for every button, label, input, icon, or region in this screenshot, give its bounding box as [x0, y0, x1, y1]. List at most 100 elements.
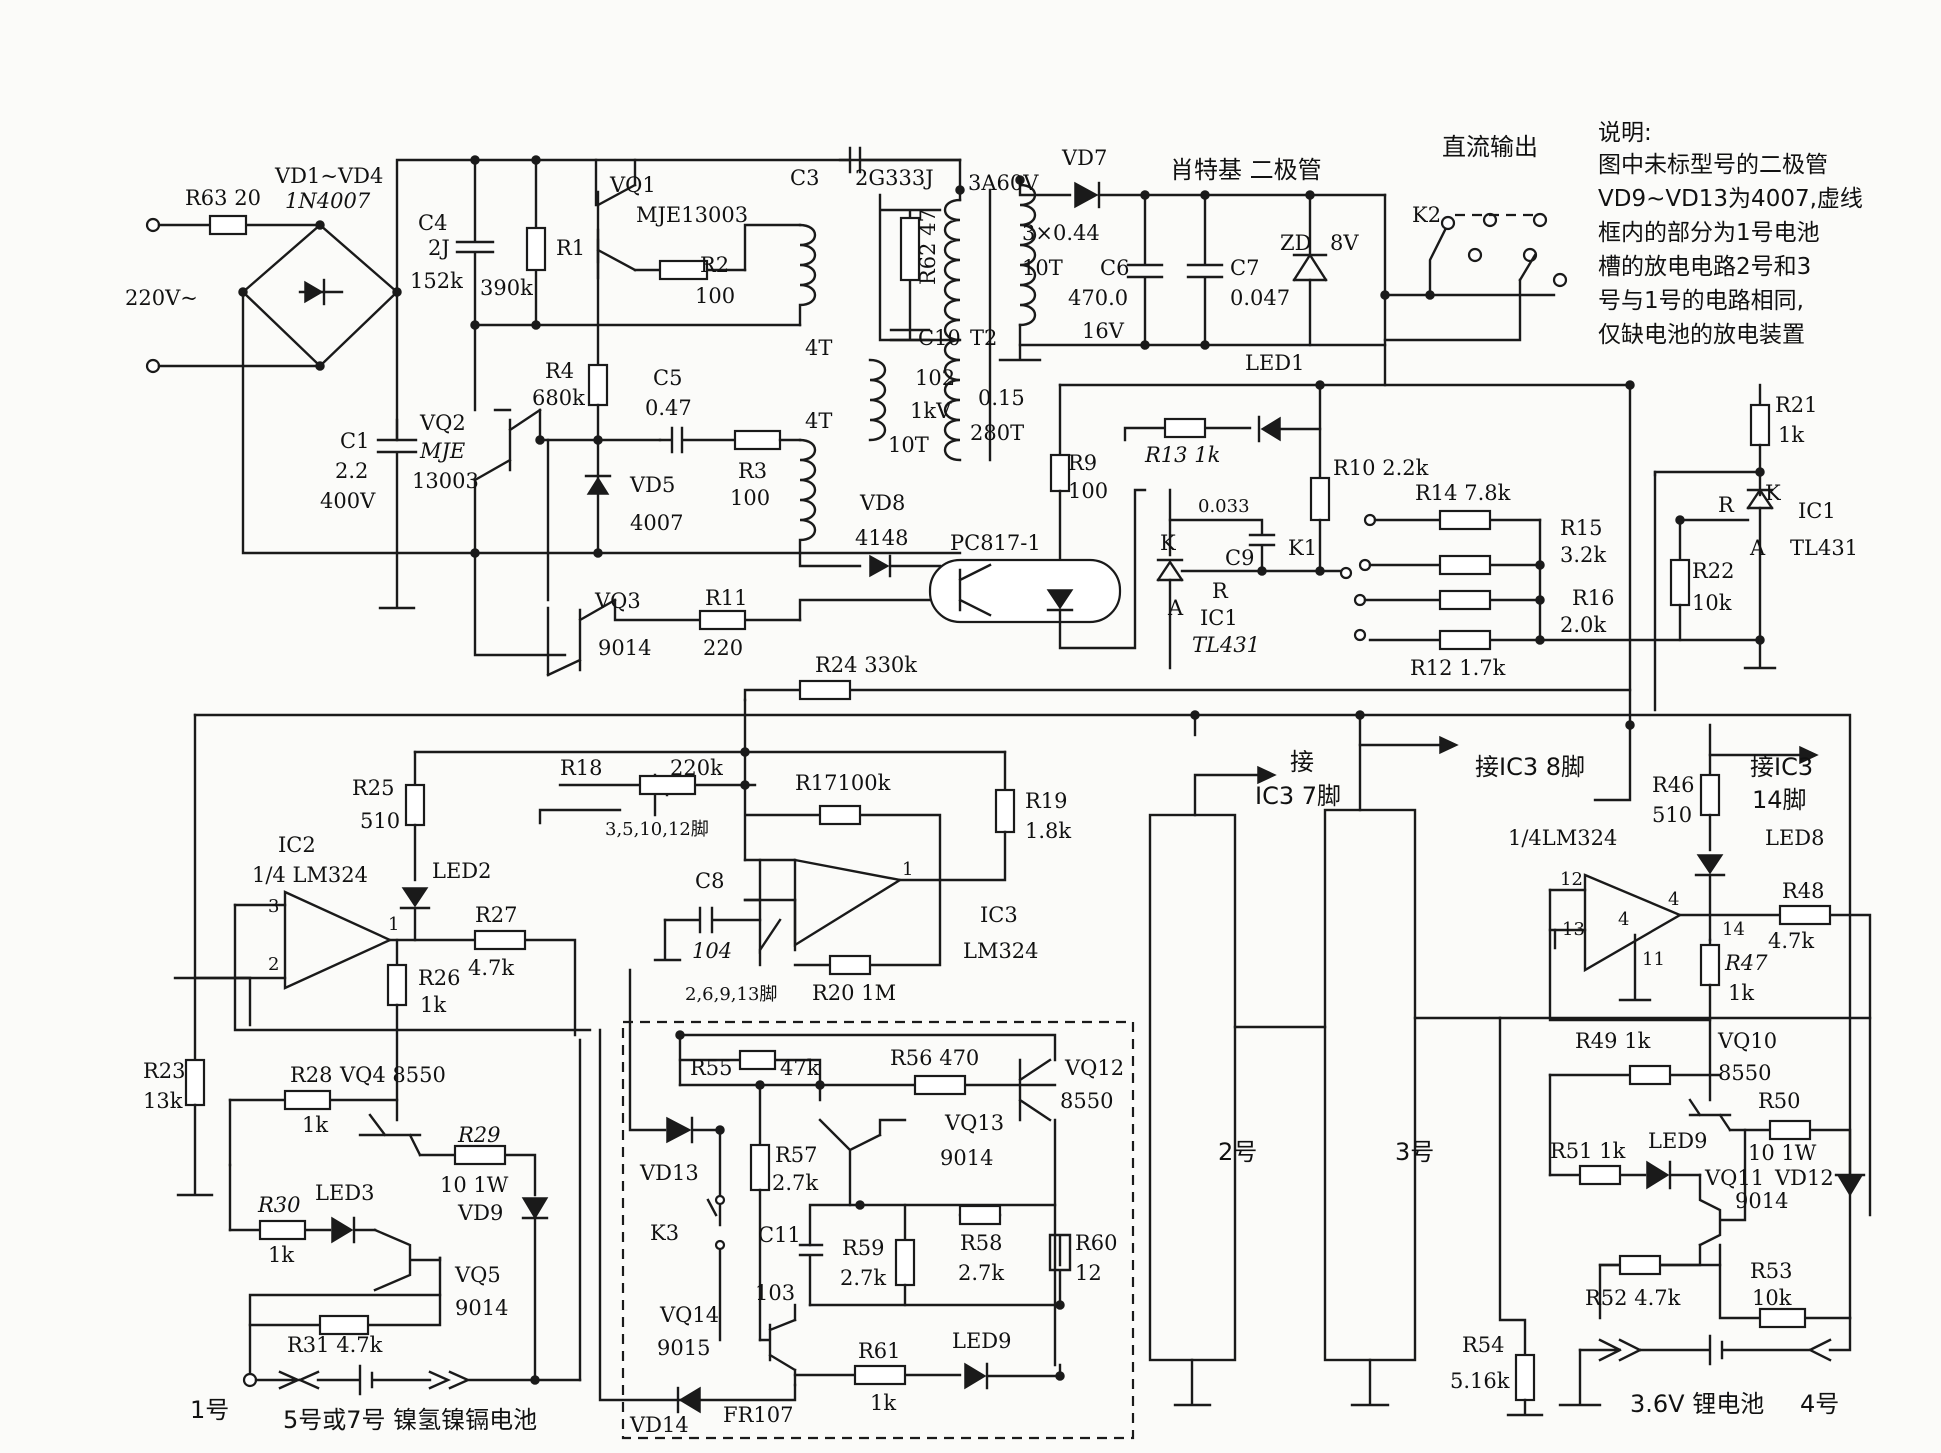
c6-voltage: 16V	[1082, 319, 1125, 343]
ic3-type: LM324	[963, 939, 1039, 963]
to-ic3-7b: IC3 7脚	[1255, 782, 1341, 810]
r21-value: 1k	[1778, 423, 1804, 447]
c4-value: 2J	[428, 236, 450, 260]
r13-resistor	[1163, 417, 1207, 439]
r27-value: 4.7k	[468, 956, 514, 980]
r59-label: R59	[842, 1236, 885, 1260]
r10-label: R10 2.2k	[1333, 456, 1429, 480]
r25-resistor	[404, 783, 426, 827]
ic1b-k: K	[1765, 481, 1781, 505]
dc-output-switch	[1383, 212, 1568, 342]
vq2-type2: 13003	[412, 469, 479, 493]
r1-label: R1	[556, 236, 585, 260]
r60-value: 12	[1075, 1261, 1102, 1285]
ic3-pins-plus: 3,5,10,12脚	[605, 819, 709, 840]
ic2-label: IC2	[278, 833, 316, 857]
r57-value: 2.7k	[772, 1171, 818, 1195]
r61-label: R61	[858, 1339, 901, 1363]
bridge-rectifier	[241, 223, 399, 368]
output-filter	[1018, 181, 1435, 387]
r28-value: 1k	[302, 1113, 328, 1137]
wire2-label: 0.15	[978, 386, 1025, 410]
ic1a-label: IC1	[1200, 606, 1238, 630]
r17-resistor	[818, 804, 862, 826]
t2-label: T2	[970, 326, 997, 350]
r9-value: 100	[1068, 479, 1108, 503]
vq10-label: VQ10	[1717, 1029, 1777, 1053]
k3-label: K3	[650, 1221, 679, 1245]
led2-label: LED2	[432, 859, 491, 883]
r18-resistor	[638, 774, 697, 796]
vq3-label: VQ3	[594, 589, 641, 613]
vq10-type: 8550	[1718, 1061, 1771, 1085]
r11-value: 220	[703, 636, 743, 660]
wire1b-label: 10T	[1022, 256, 1063, 280]
r16-resistor	[1438, 589, 1492, 611]
slot3-label: 3号	[1395, 1138, 1434, 1166]
c5-value: 0.47	[645, 396, 692, 420]
r58-label: R58	[960, 1231, 1003, 1255]
note-line6: 仅缺电池的放电装置	[1598, 322, 1805, 348]
led9-label-a: LED9	[952, 1329, 1011, 1353]
c4-code: 152k	[410, 269, 463, 293]
vq2-type1: MJE	[419, 439, 465, 463]
r14-resistor	[1438, 509, 1492, 531]
c10-voltage: 1kV	[910, 399, 952, 423]
ic3-label: IC3	[980, 903, 1018, 927]
winding4-label: 280T	[970, 421, 1024, 445]
pc817-body	[928, 558, 1122, 624]
r23-value: 13k	[143, 1089, 183, 1113]
vq12-label: VQ12	[1064, 1056, 1124, 1080]
winding2-label: 4T	[805, 409, 832, 433]
pin12-label: 12	[1560, 869, 1583, 890]
charger-slot4	[1498, 723, 1872, 1417]
slot2-label: 2号	[1218, 1138, 1257, 1166]
r48-resistor	[1778, 904, 1832, 926]
pin13-label: 13	[1562, 919, 1585, 940]
ic1a-a: A	[1167, 596, 1184, 620]
vq14-type: 9015	[657, 1336, 710, 1360]
vd7-type: 3A60V	[968, 171, 1039, 195]
r26-resistor	[386, 963, 408, 1007]
r47-value: 1k	[1728, 981, 1754, 1005]
vq11-label: VQ11	[1704, 1166, 1764, 1190]
r24-resistor	[798, 679, 852, 701]
r63-label: R63 20	[185, 186, 261, 210]
voltage-label: 220V~	[125, 286, 198, 310]
r31-resistor	[318, 1314, 370, 1336]
slot2-box	[1148, 813, 1237, 1362]
r52-label: R52 4.7k	[1585, 1286, 1681, 1310]
r18-label: R18	[560, 756, 603, 780]
r9-label: R9	[1068, 451, 1097, 475]
bridge-label: VD1~VD4	[274, 164, 383, 188]
c1-voltage: 400V	[320, 489, 376, 513]
c7-label: C7	[1230, 256, 1259, 280]
r46-label: R46	[1652, 773, 1695, 797]
ic3-pin1: 1	[902, 859, 913, 880]
r56-label: R56 470	[890, 1046, 979, 1070]
r16-value: 2.0k	[1560, 613, 1606, 637]
li-battery-label: 3.6V 锂电池	[1630, 1390, 1764, 1418]
winding3-label: 10T	[888, 433, 929, 457]
vd8-label: VD8	[859, 491, 905, 515]
r3-resistor	[733, 429, 782, 451]
mains-input	[145, 158, 962, 610]
r50-value: 10 1W	[1748, 1141, 1817, 1165]
led3-label: LED3	[315, 1181, 374, 1205]
r25-label: R25	[352, 776, 395, 800]
slot1-label: 1号	[190, 1396, 229, 1424]
led8-label: LED8	[1765, 826, 1824, 850]
r26-value: 1k	[420, 993, 446, 1017]
r62-label: R62 47	[916, 209, 940, 285]
slot1-desc: 5号或7号 镍氢镍镉电池	[283, 1406, 537, 1434]
c10-value: 102	[915, 366, 955, 390]
ic1b-a: A	[1749, 536, 1766, 560]
r2-resistor	[658, 259, 709, 281]
r12-resistor	[1438, 629, 1492, 651]
r27-resistor	[473, 929, 527, 951]
r24-label: R24 330k	[815, 653, 917, 677]
r30-value: 1k	[268, 1243, 294, 1267]
vd8-type: 4148	[855, 526, 908, 550]
r54-resistor	[1514, 1353, 1536, 1402]
